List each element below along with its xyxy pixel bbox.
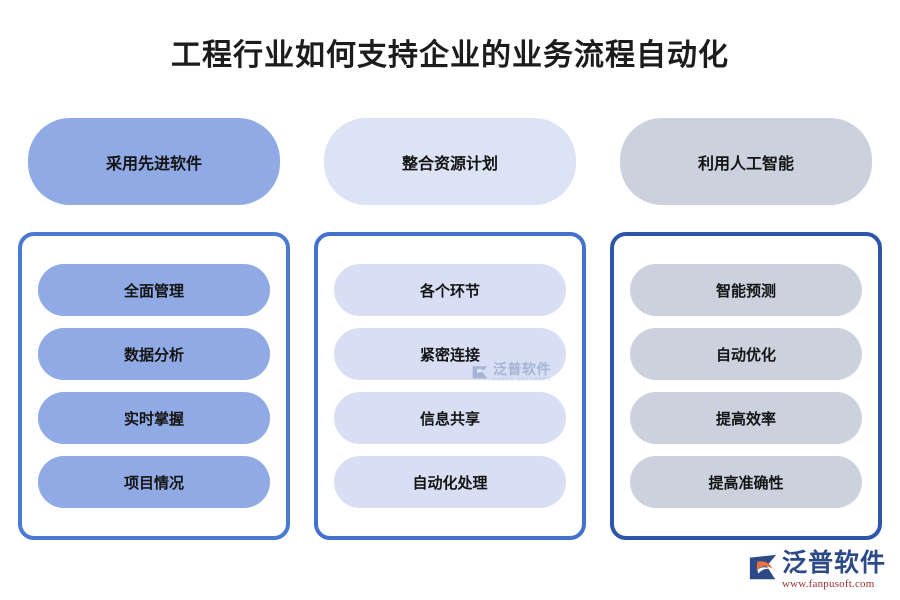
column-1-card: 全面管理 数据分析 实时掌握 项目情况 [18, 232, 290, 540]
list-item[interactable]: 智能预测 [630, 264, 862, 316]
list-item[interactable]: 提高效率 [630, 392, 862, 444]
column-2: 整合资源计划 各个环节 紧密连接 信息共享 自动化处理 [314, 118, 586, 568]
list-item[interactable]: 信息共享 [334, 392, 566, 444]
list-item[interactable]: 各个环节 [334, 264, 566, 316]
list-item[interactable]: 项目情况 [38, 456, 270, 508]
column-1-header[interactable]: 采用先进软件 [28, 118, 280, 205]
column-2-header[interactable]: 整合资源计划 [324, 118, 576, 205]
brand-name: 泛普软件 [781, 549, 886, 577]
list-item[interactable]: 自动优化 [630, 328, 862, 380]
column-3: 利用人工智能 智能预测 自动优化 提高效率 提高准确性 [610, 118, 882, 568]
column-3-card: 智能预测 自动优化 提高效率 提高准确性 [610, 232, 882, 540]
column-2-card: 各个环节 紧密连接 信息共享 自动化处理 [314, 232, 586, 540]
fanpu-logo-icon [749, 554, 777, 580]
list-item[interactable]: 自动化处理 [334, 456, 566, 508]
column-3-header[interactable]: 利用人工智能 [620, 118, 872, 205]
column-1: 采用先进软件 全面管理 数据分析 实时掌握 项目情况 [18, 118, 290, 568]
list-item[interactable]: 紧密连接 [334, 328, 566, 380]
brand-url: www.fanpusoft.com [781, 578, 875, 590]
list-item[interactable]: 提高准确性 [630, 456, 862, 508]
list-item[interactable]: 实时掌握 [38, 392, 270, 444]
columns-container: 采用先进软件 全面管理 数据分析 实时掌握 项目情况 整合资源计划 各个环节 紧… [0, 118, 900, 568]
list-item[interactable]: 数据分析 [38, 328, 270, 380]
page-title: 工程行业如何支持企业的业务流程自动化 [171, 39, 729, 72]
brand-text: 泛普软件 www.fanpusoft.com [781, 549, 886, 591]
brand-logo: 泛普软件 www.fanpusoft.com [748, 550, 886, 590]
list-item[interactable]: 全面管理 [38, 264, 270, 316]
